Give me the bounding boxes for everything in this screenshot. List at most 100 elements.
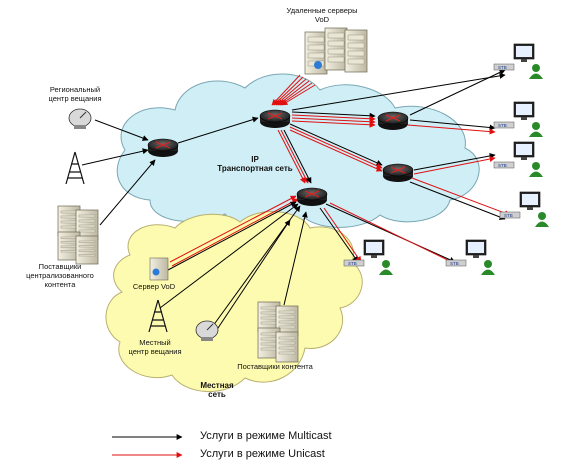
unicast-link (291, 120, 376, 128)
server-bay (307, 52, 325, 59)
local-tower-icon (148, 299, 168, 333)
server-bay (347, 58, 365, 65)
stb-label: STB (504, 213, 513, 218)
monitor-stand (527, 207, 533, 210)
user-head-icon (532, 122, 540, 130)
unicast-link (329, 202, 459, 266)
stb-icon (499, 211, 521, 219)
server-bay (347, 34, 365, 41)
user-head-icon (382, 260, 390, 268)
local-provider-server-4 (275, 331, 299, 363)
unicast-link (169, 195, 297, 263)
server-bay (78, 224, 96, 228)
client-3: STB (493, 141, 543, 177)
vod-server-label: Сервер VoD (132, 282, 176, 291)
unicast-link (171, 198, 299, 267)
legend-unicast-text: Услуги в режиме Unicast (200, 448, 325, 460)
monitor-screen (468, 242, 484, 253)
unicast-link (291, 114, 376, 122)
router-r4 (382, 163, 414, 182)
router-r2 (259, 109, 291, 128)
multicast-link (159, 203, 299, 309)
globe-icon (314, 61, 322, 69)
unicast-link (411, 177, 511, 216)
server-bay (278, 346, 296, 350)
user-body-icon (535, 221, 549, 227)
multicast-link (409, 181, 506, 220)
monitor-stand (521, 117, 527, 120)
monitor-stand (473, 255, 479, 258)
user-head-icon (532, 64, 540, 72)
local-vod-server (149, 257, 169, 281)
monitor-screen (522, 194, 538, 205)
dish-base (201, 337, 213, 341)
unicast-link (277, 129, 306, 184)
router-arrows (155, 141, 171, 149)
client-4: STB (499, 191, 549, 227)
central-provider-server-4 (75, 235, 99, 265)
user-body-icon (529, 171, 543, 177)
user-body-icon (529, 131, 543, 137)
user-body-icon (529, 73, 543, 79)
unicast-link (289, 126, 383, 169)
user-body-icon (379, 269, 393, 275)
local-provider-server-3 (257, 327, 281, 359)
server-bay (278, 320, 296, 324)
server-bay (278, 341, 296, 345)
server-bay (327, 48, 345, 55)
server-bay (78, 249, 96, 252)
user-head-icon (484, 260, 492, 268)
dish-feed (79, 111, 87, 119)
server-bay (327, 32, 345, 39)
server-bay (327, 56, 345, 63)
stb-label: STB (348, 261, 357, 266)
server-bay (307, 44, 325, 51)
server-bay (78, 240, 96, 243)
user-head-icon (532, 162, 540, 170)
multicast-link (291, 111, 376, 119)
unicast-link (413, 156, 496, 175)
router-arrows (304, 190, 320, 198)
stb-label: STB (498, 123, 507, 128)
multicast-link (99, 159, 156, 226)
router-r5 (296, 187, 328, 206)
stb-label: STB (498, 65, 507, 70)
router-r1 (147, 138, 179, 157)
server-bay (278, 325, 296, 329)
client-2: STB (493, 101, 543, 137)
unicast-link (281, 84, 316, 106)
tower-lattice (148, 299, 168, 333)
stb-icon (493, 161, 515, 169)
monitor-screen (366, 242, 382, 253)
client-1: STB (493, 43, 543, 79)
monitor-screen (516, 46, 532, 57)
stb-icon (343, 259, 365, 267)
content-providers-label: Поставщики контента (237, 362, 313, 371)
server-bay (327, 40, 345, 47)
tower-lattice (65, 151, 85, 185)
server-bay (278, 336, 296, 340)
multicast-link (94, 119, 149, 141)
unicast-link (280, 129, 309, 184)
monitor-screen (516, 104, 532, 115)
server-bay (78, 219, 96, 223)
monitor-screen (516, 144, 532, 155)
remote-vod-server-2 (324, 27, 348, 71)
user-head-icon (538, 212, 546, 220)
multicast-link (177, 116, 259, 144)
client-5: STB (343, 239, 393, 275)
local-provider-server-2 (275, 305, 299, 337)
router-arrows (385, 114, 401, 122)
multicast-link (289, 123, 383, 166)
server-bay (78, 229, 96, 233)
server-bay (347, 42, 365, 49)
multicast-link (291, 72, 506, 111)
